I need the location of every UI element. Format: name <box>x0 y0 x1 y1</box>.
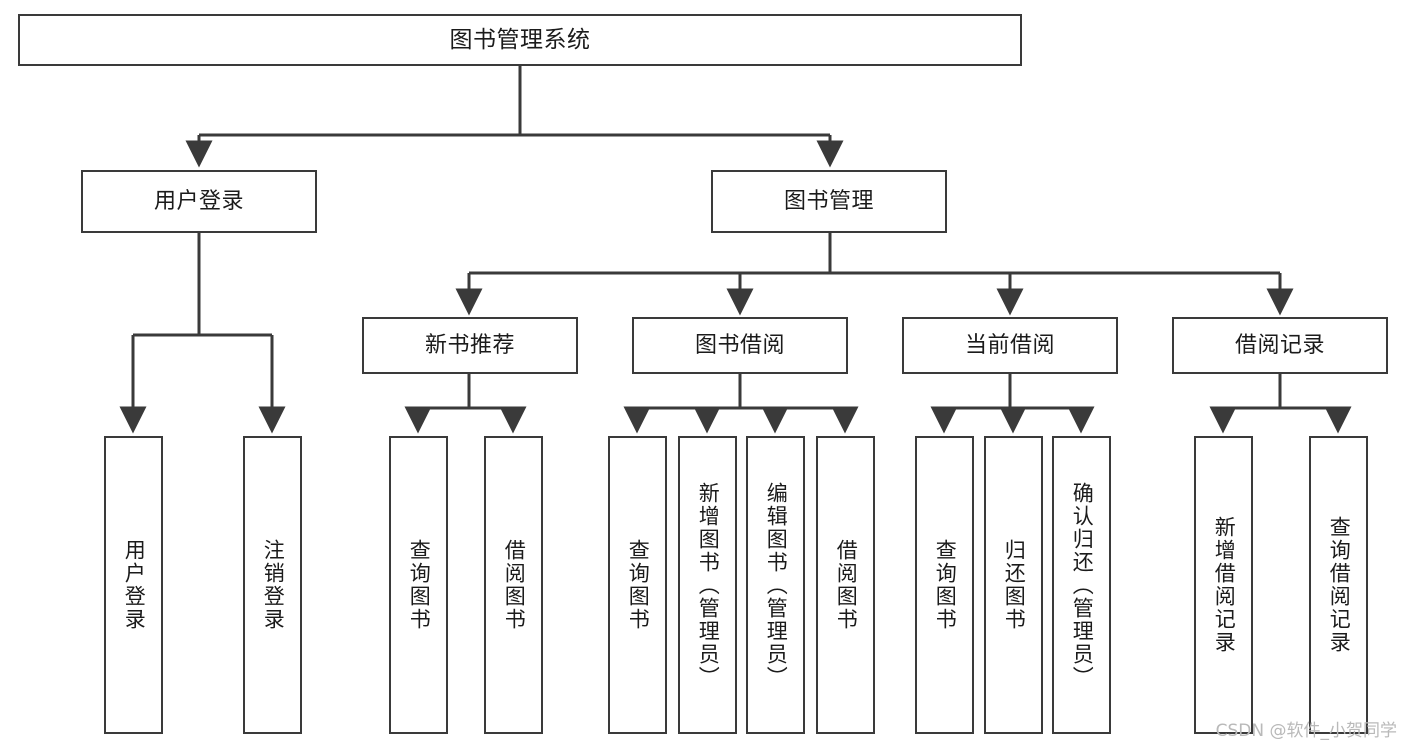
node-label: 编辑图书（管理员） <box>764 481 789 689</box>
leaf-borrow-query-book[interactable]: 查询图书 <box>608 436 667 734</box>
node-root-book-management-system[interactable]: 图书管理系统 <box>18 14 1022 66</box>
node-label: 借阅记录 <box>1234 332 1325 358</box>
node-label: 查询图书 <box>933 539 958 631</box>
node-label: 归还图书 <box>1002 539 1027 631</box>
node-label: 图书管理 <box>783 188 874 214</box>
leaf-record-add-record[interactable]: 新增借阅记录 <box>1194 436 1253 734</box>
node-label: 查询图书 <box>626 539 651 631</box>
leaf-new-book-borrow-book[interactable]: 借阅图书 <box>484 436 543 734</box>
leaf-current-return-book[interactable]: 归还图书 <box>984 436 1043 734</box>
leaf-borrow-edit-book-admin[interactable]: 编辑图书（管理员） <box>746 436 805 734</box>
node-label: 当前借阅 <box>964 332 1055 358</box>
leaf-user-login-login[interactable]: 用户登录 <box>104 436 163 734</box>
node-label: 查询图书 <box>407 539 432 631</box>
leaf-current-confirm-return-admin[interactable]: 确认归还（管理员） <box>1052 436 1111 734</box>
node-label: 用户登录 <box>153 188 244 214</box>
leaf-borrow-borrow-book[interactable]: 借阅图书 <box>816 436 875 734</box>
node-new-book-recommendation[interactable]: 新书推荐 <box>362 317 578 374</box>
node-label: 新增借阅记录 <box>1212 516 1237 654</box>
node-label: 图书管理系统 <box>449 26 591 53</box>
node-borrowing-record[interactable]: 借阅记录 <box>1172 317 1388 374</box>
leaf-record-query-record[interactable]: 查询借阅记录 <box>1309 436 1368 734</box>
leaf-current-query-book[interactable]: 查询图书 <box>915 436 974 734</box>
node-label: 新书推荐 <box>424 332 515 358</box>
node-label: 借阅图书 <box>502 539 527 631</box>
csdn-watermark: CSDN @软件_小贺同学 <box>1215 721 1397 741</box>
leaf-user-login-logout[interactable]: 注销登录 <box>243 436 302 734</box>
node-label: 用户登录 <box>122 539 147 631</box>
node-label: 新增图书（管理员） <box>696 481 721 689</box>
node-book-borrowing[interactable]: 图书借阅 <box>632 317 848 374</box>
node-user-login[interactable]: 用户登录 <box>81 170 317 233</box>
node-book-management[interactable]: 图书管理 <box>711 170 947 233</box>
node-label: 确认归还（管理员） <box>1070 481 1095 689</box>
node-label: 借阅图书 <box>834 539 859 631</box>
node-label: 图书借阅 <box>694 332 785 358</box>
leaf-new-book-query-book[interactable]: 查询图书 <box>389 436 448 734</box>
leaf-borrow-add-book-admin[interactable]: 新增图书（管理员） <box>678 436 737 734</box>
node-label: 注销登录 <box>261 539 286 631</box>
node-label: 查询借阅记录 <box>1327 516 1352 654</box>
node-current-borrowing[interactable]: 当前借阅 <box>902 317 1118 374</box>
